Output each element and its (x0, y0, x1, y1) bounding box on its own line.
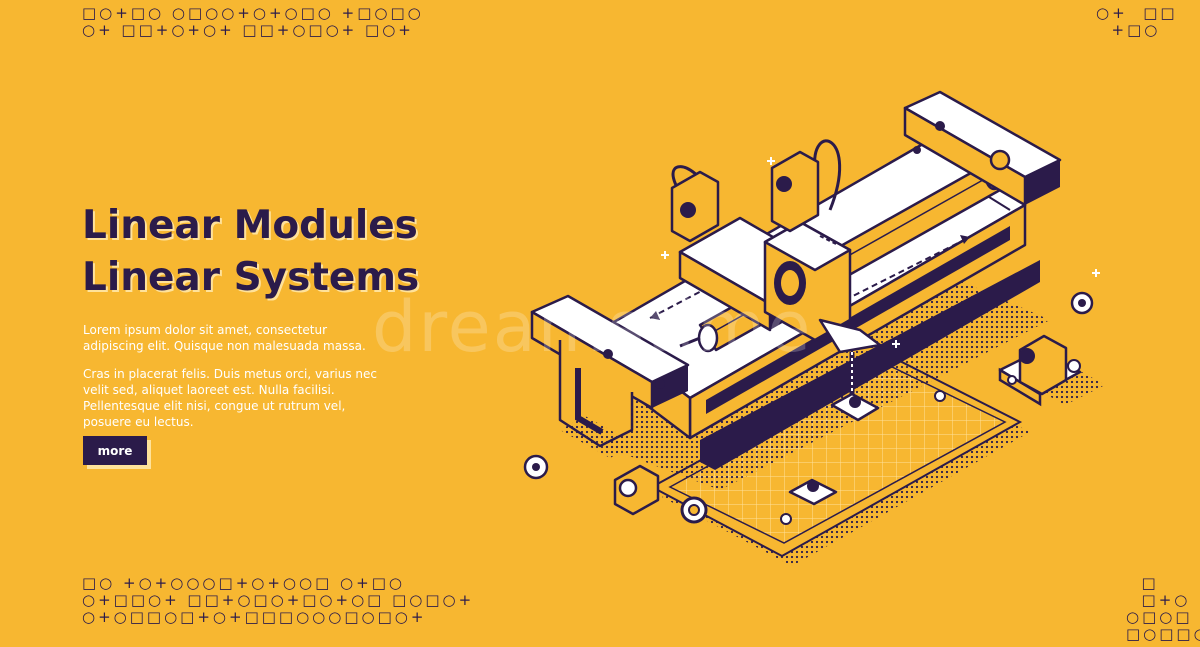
watermark: dreamstime (372, 286, 813, 368)
hero-paragraph-1: Lorem ipsum dolor sit amet, consectetur … (83, 323, 366, 353)
more-button[interactable]: more (83, 436, 147, 465)
sparkle-icons (661, 157, 1100, 348)
hardware-parts (523, 291, 1094, 525)
pillow-block (998, 334, 1105, 407)
hero-title: Linear Modules Linear Systems (82, 200, 419, 304)
probe-plunger (818, 318, 882, 422)
decorative-pattern-bottom-left: □○ +○+○○○□+○+○○□ ○+□○ ○+□□○+ □□+○□○+□○+○… (82, 574, 475, 626)
decorative-pattern-top-right: ○+ □□ +□○ (1096, 4, 1178, 39)
hero-paragraph-2: Cras in placerat felis. Duis metus orci,… (83, 367, 377, 429)
left-end-bracket (530, 294, 690, 458)
sensor-cables (670, 139, 842, 243)
decorative-pattern-bottom-right: □ □+○ ○□○□ □○□□○ (1126, 574, 1200, 643)
hero-title-line-1: Linear Modules (82, 203, 418, 248)
grid-plate (649, 354, 1030, 566)
decorative-pattern-top-left: □○+□○ ○□○○+○+○□○ +□○□○ ○+ □□+○+○+ □□+○□○… (82, 4, 424, 39)
carriage-block (678, 216, 852, 342)
right-end-bracket (903, 90, 1062, 207)
hero-title-line-2: Linear Systems (82, 255, 420, 300)
